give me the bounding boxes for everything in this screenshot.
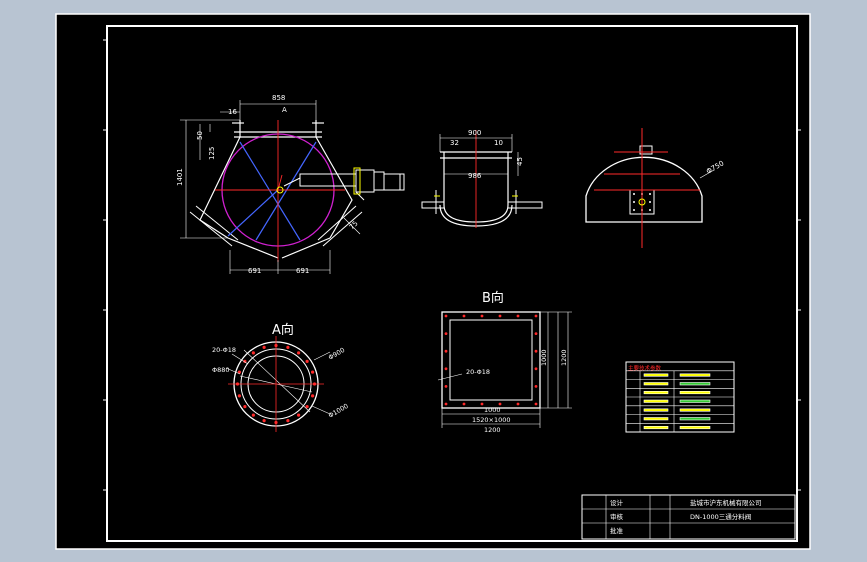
bolt-hole: [311, 370, 315, 374]
bolt-hole: [262, 345, 266, 349]
drawing-title: DN-1000三通分料阀: [690, 512, 751, 521]
bolt-hole: [286, 419, 290, 423]
dim-20-phi18-a: 20-Φ18: [212, 346, 236, 354]
dim-75: 75: [348, 219, 360, 231]
dim-1401: 1401: [176, 168, 184, 186]
table-label-mark: [643, 382, 669, 386]
bolt-hole: [534, 367, 538, 371]
view-b-label: B向: [482, 290, 504, 306]
dim-50: 50: [196, 131, 204, 140]
table-label-mark: [643, 425, 669, 430]
bolt-hole: [444, 402, 448, 406]
title-block[interactable]: 设计 审核 批准 盐城市沪东机械有限公司 DN-1000三通分料阀: [581, 494, 796, 540]
view-a[interactable]: A向 Φ880 Φ900 20-Φ18 Φ1000: [212, 322, 350, 432]
dim-1200-v: 1200: [560, 349, 568, 366]
dim-16: 16: [228, 108, 237, 116]
sheet-inner-border: [106, 25, 798, 542]
bolt-hole: [297, 351, 301, 355]
bolt-hole: [444, 332, 448, 335]
bolt-hole: [534, 314, 538, 318]
table-label-mark: [643, 373, 669, 377]
bolt-hole: [237, 394, 241, 398]
bolt-hole: [444, 314, 448, 318]
bolt-hole: [498, 314, 502, 318]
bolt-hole: [311, 394, 315, 398]
table-value-mark: [679, 373, 711, 377]
side-view[interactable]: 900 32 10 986 45: [421, 129, 543, 228]
view-a-label: A向: [272, 322, 294, 338]
table-label-mark: [643, 408, 669, 412]
bolt-hole: [534, 402, 538, 406]
tech-params-table[interactable]: 主要技术参数: [625, 361, 735, 433]
bolt-hole: [480, 402, 484, 406]
dim-986: 986: [468, 172, 482, 180]
bolt-hole: [534, 349, 538, 353]
bolt-hole-pattern: [235, 343, 317, 425]
bolt-hole-square-pattern: [444, 314, 538, 406]
bolt-hole: [534, 332, 538, 335]
label-a-arrow: A: [282, 106, 287, 114]
dim-1200-h: 1200: [484, 426, 501, 434]
view-b[interactable]: B向 20-Φ18 1000 1200 1000 1200 1520×1000: [437, 290, 572, 434]
dim-900: 900: [468, 129, 481, 137]
front-view[interactable]: 858 16 50 125 1401 691 691 75 A: [176, 94, 405, 275]
title-cell-approve: 批准: [610, 526, 624, 535]
bolt-hole: [480, 314, 484, 318]
dim-1520x1000: 1520×1000: [472, 416, 511, 424]
dim-858: 858: [272, 94, 285, 102]
bolt-hole: [462, 402, 466, 406]
tech-table-header: 主要技术参数: [628, 364, 662, 372]
dim-10: 10: [494, 139, 503, 147]
bolt-hole: [251, 413, 255, 417]
title-cell-review: 审核: [610, 512, 624, 521]
table-label-mark: [643, 390, 669, 395]
bolt-hole: [534, 385, 538, 388]
dim-1000-v: 1000: [540, 349, 548, 366]
table-label-mark: [643, 417, 669, 421]
bolt-hole: [297, 413, 301, 417]
table-value-mark: [679, 425, 711, 430]
bolt-hole: [516, 314, 520, 318]
dim-20-phi18-b: 20-Φ18: [466, 368, 490, 376]
sheet-outer-border: [55, 13, 811, 550]
dim-phi880: Φ880: [212, 366, 230, 374]
dim-125: 125: [208, 147, 216, 160]
frame-ticks: [103, 39, 801, 491]
table-value-mark: [679, 382, 711, 386]
bolt-hole: [516, 402, 520, 406]
bolt-hole: [243, 359, 247, 363]
bolt-hole: [305, 405, 309, 409]
dim-45: 45: [516, 157, 524, 166]
bolt-hole: [444, 367, 448, 371]
table-value-mark: [679, 408, 711, 412]
dim-691-left: 691: [248, 267, 261, 275]
title-cell-design: 设计: [610, 498, 624, 507]
bolt-hole: [444, 349, 448, 353]
bolt-hole: [262, 419, 266, 423]
table-label-mark: [643, 399, 669, 403]
bolt-hole: [237, 370, 241, 374]
table-value-mark: [679, 399, 711, 403]
bolt-hole: [444, 385, 448, 388]
bolt-hole: [498, 402, 502, 406]
top-view[interactable]: Φ750: [585, 128, 725, 248]
company-name: 盐城市沪东机械有限公司: [690, 498, 762, 507]
bolt-hole: [462, 314, 466, 318]
dim-32: 32: [450, 139, 459, 147]
table-value-mark: [679, 417, 711, 421]
dim-691-right: 691: [296, 267, 309, 275]
bolt-hole: [305, 359, 309, 363]
bolt-hole: [243, 405, 247, 409]
table-value-mark: [679, 390, 711, 395]
bolt-hole: [251, 351, 255, 355]
dim-1000-h: 1000: [484, 406, 501, 414]
bolt-hole: [286, 345, 290, 349]
